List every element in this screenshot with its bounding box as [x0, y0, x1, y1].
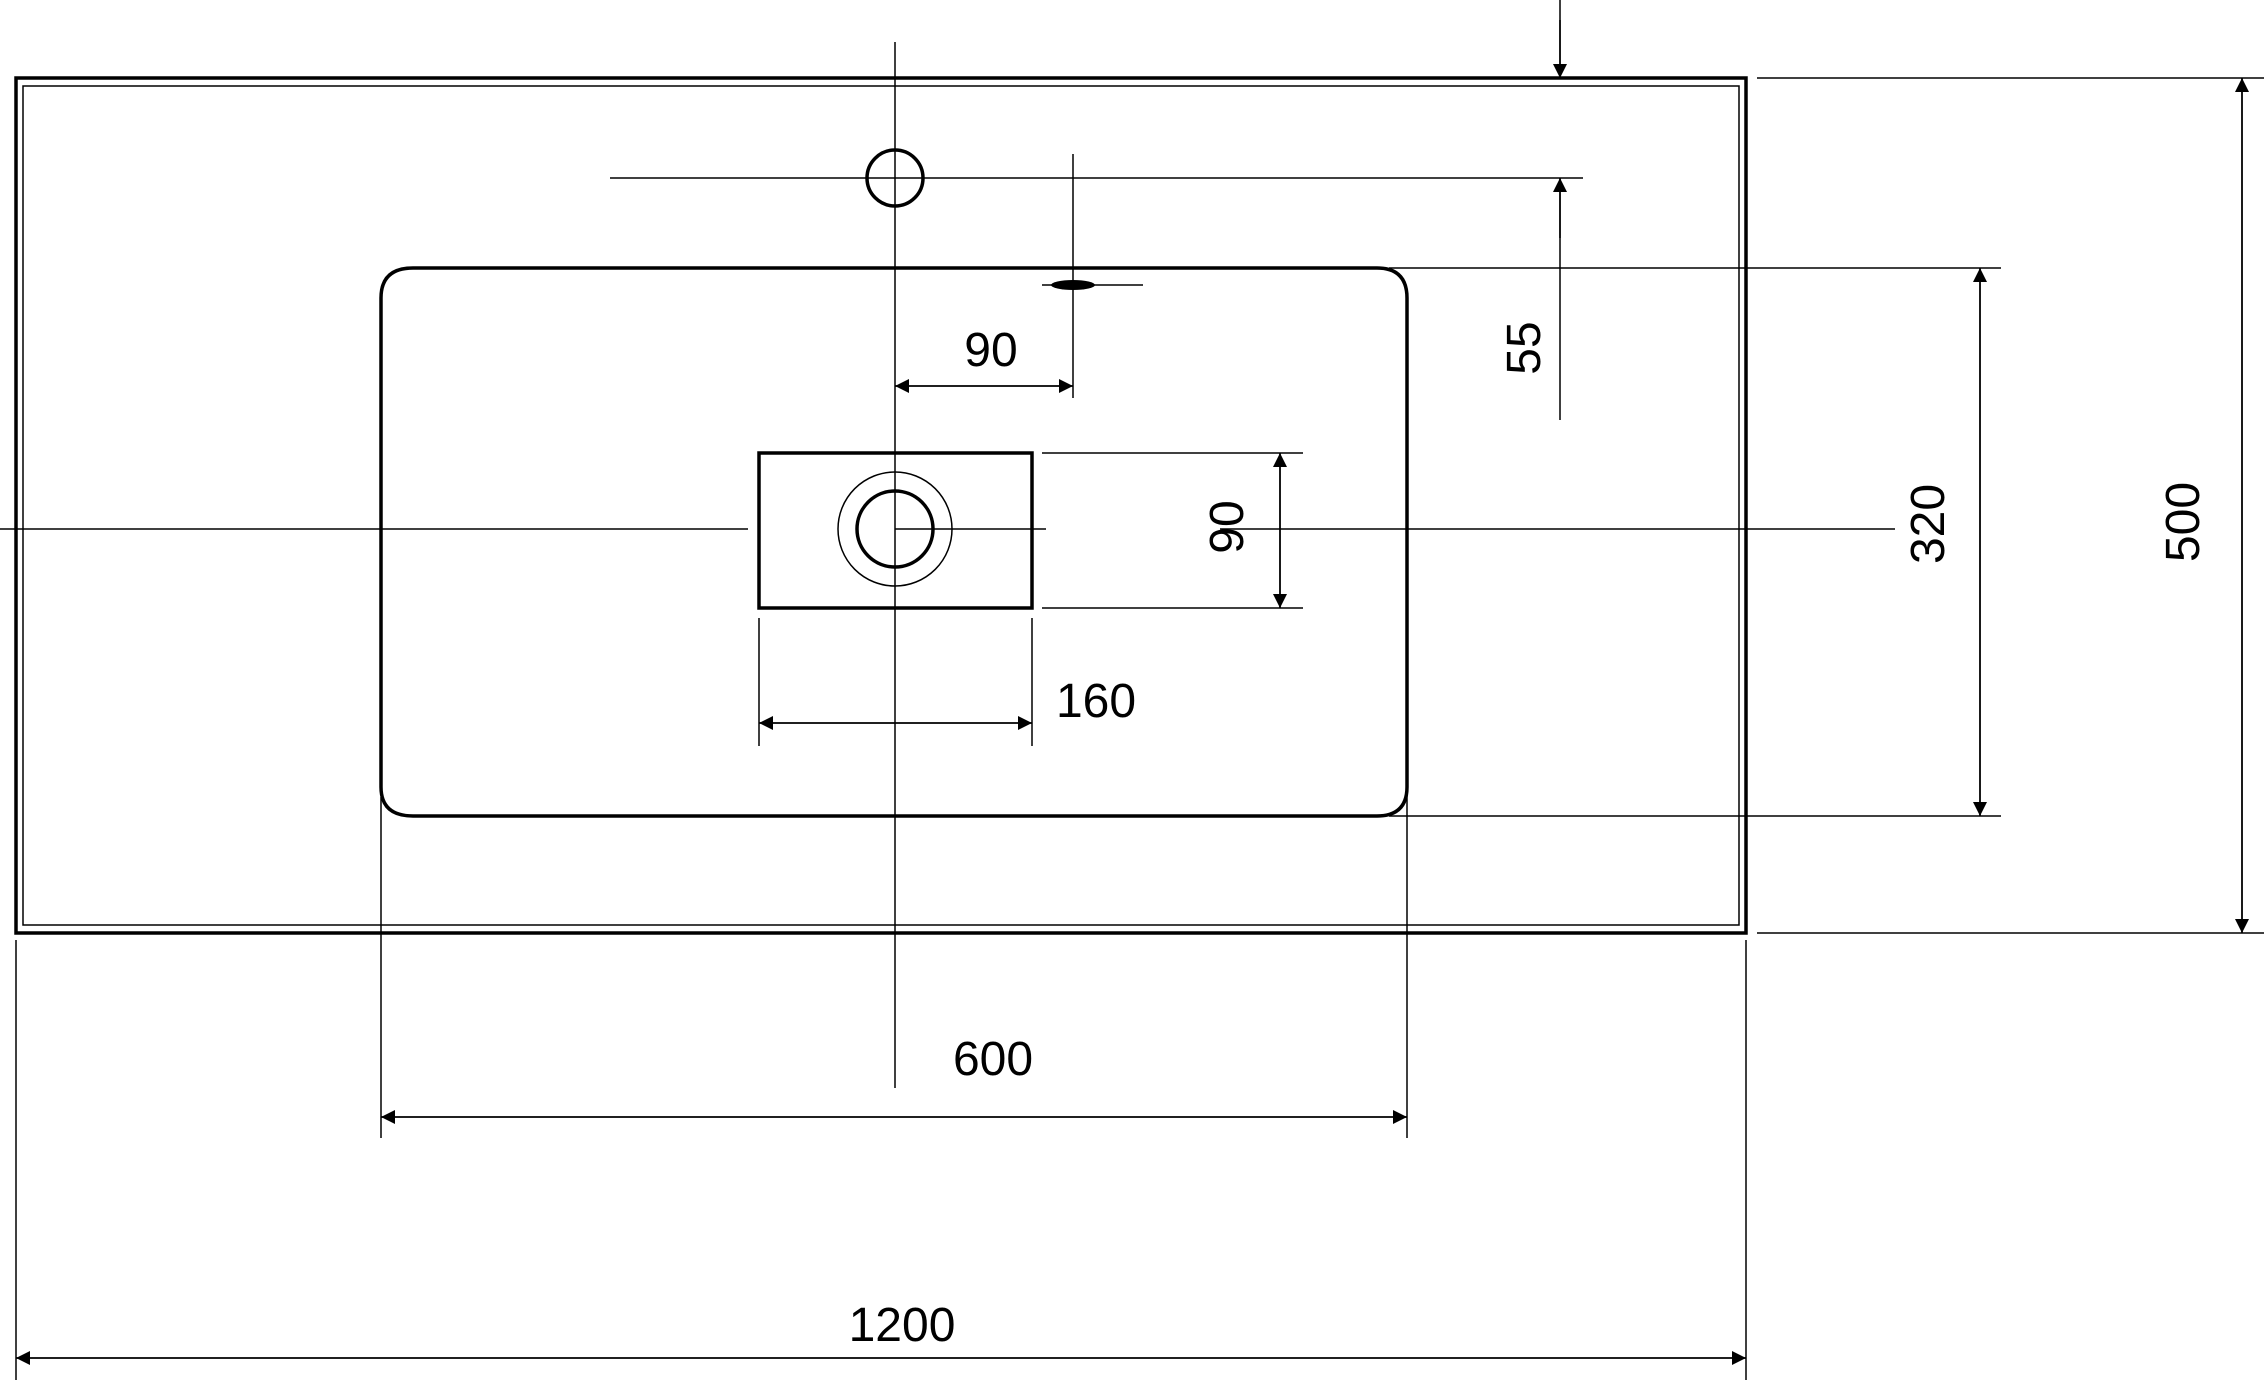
dimension-lines [16, 20, 2249, 1365]
dim-label-tap-hole-offset: 90 [964, 324, 1017, 377]
extension-lines [15, 0, 2264, 1380]
dim-label-drain-box-depth: 90 [1201, 500, 1254, 553]
dim-label-drain-box-width: 160 [1056, 675, 1136, 728]
countertop-outline [14, 76, 1748, 935]
dim-label-overall-width: 1200 [849, 1299, 956, 1352]
countertop-outer-edge [14, 76, 1748, 935]
countertop-inner-edge [22, 85, 1740, 926]
dim-label-basin-width: 600 [953, 1033, 1033, 1086]
dim-label-overall-depth: 500 [2157, 482, 2210, 562]
center-lines [0, 42, 1895, 1088]
dim-label-tap-hole-edge-distance: 55 [1498, 321, 1551, 374]
basin-outline [379, 266, 1409, 818]
dim-label-basin-depth: 320 [1902, 484, 1955, 564]
